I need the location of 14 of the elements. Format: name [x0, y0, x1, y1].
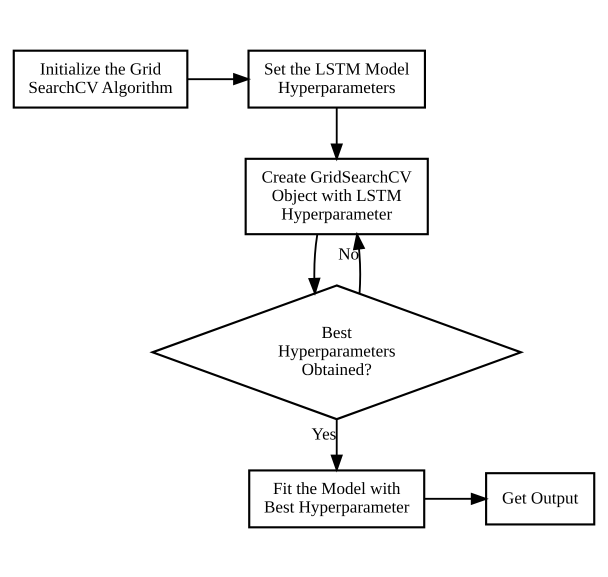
arrow	[188, 72, 252, 85]
node-box: Initialize the Grid SearchCV Algorithm	[12, 49, 188, 108]
arrow	[308, 234, 321, 296]
arrow	[330, 418, 343, 472]
arrow	[330, 107, 343, 161]
arrow	[424, 492, 489, 505]
edge-label: Yes	[312, 424, 336, 444]
node-box: Fit the Model with Best Hyperparameter	[248, 468, 426, 528]
node-box: Get Output	[485, 472, 596, 526]
arrow	[352, 231, 366, 294]
node-box: Set the LSTM Model Hyperparameters	[247, 49, 426, 108]
node-diamond: Best Hyperparameters Obtained?	[149, 284, 524, 420]
node-box: Create GridSearchCV Object with LSTM Hyperparameter	[244, 157, 429, 235]
edge-label: No	[338, 244, 360, 263]
